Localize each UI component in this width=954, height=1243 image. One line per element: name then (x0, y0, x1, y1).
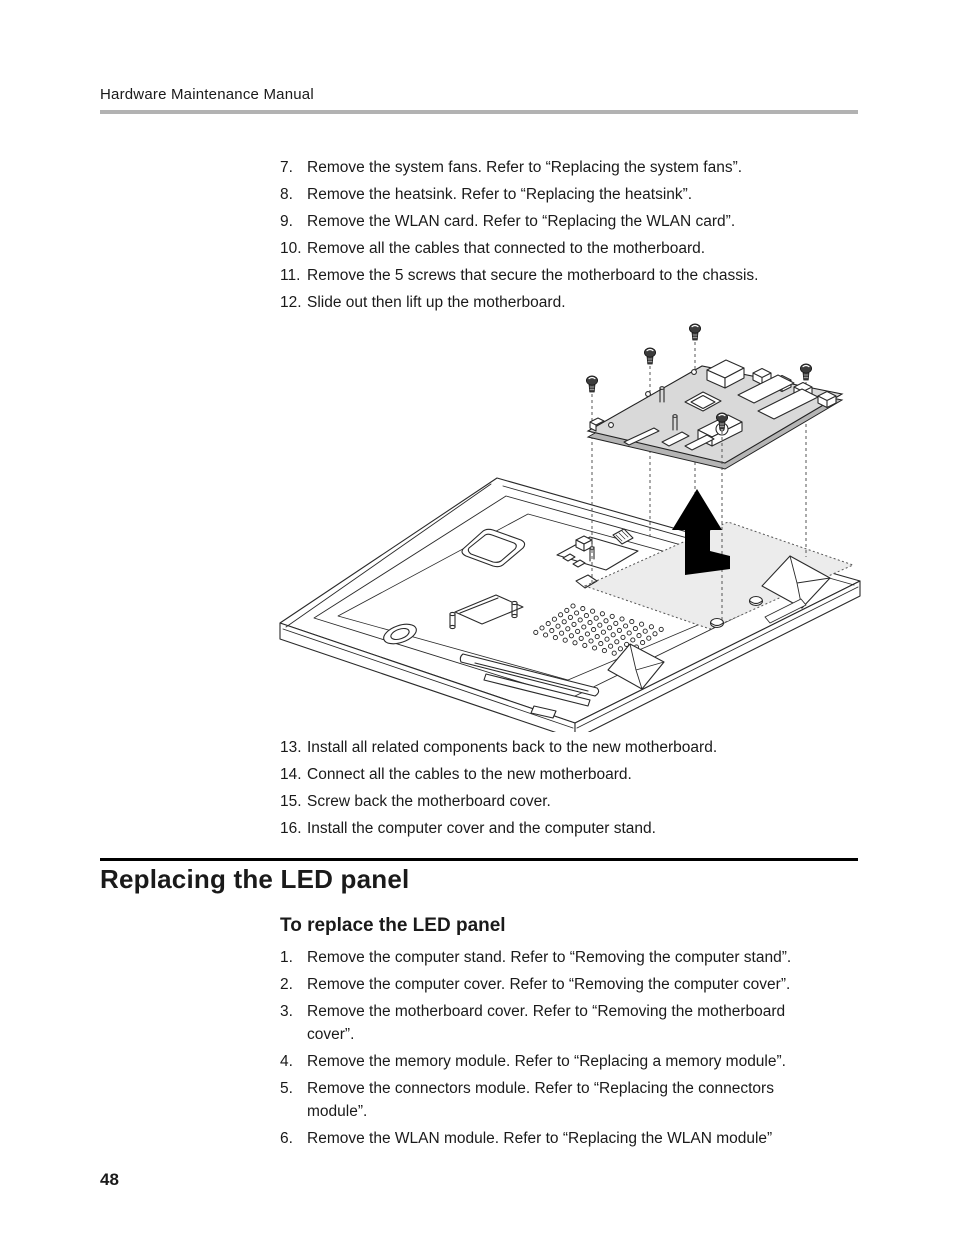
section-subtitle: To replace the LED panel (280, 915, 506, 936)
step-number: 2. (280, 976, 293, 993)
header-rule (100, 110, 858, 114)
step-text: Slide out then lift up the motherboard. (307, 294, 566, 311)
step-text: Connect all the cables to the new mother… (307, 766, 632, 783)
screws (586, 323, 812, 430)
screw-icon (716, 412, 728, 430)
step-number: 16. (280, 820, 302, 837)
step-text: Remove the memory module. Refer to “Repl… (307, 1053, 786, 1070)
step-text: Screw back the motherboard cover. (307, 793, 551, 810)
cable-grommet (383, 623, 417, 645)
step-item: 9. Remove the WLAN card. Refer to “Repla… (280, 210, 860, 233)
screw-icon (644, 347, 656, 365)
running-header-title: Hardware Maintenance Manual (100, 86, 314, 103)
step-text: Remove the heatsink. Refer to “Replacing… (307, 186, 693, 203)
motherboard-removal-figure (270, 318, 870, 732)
step-text: Remove the 5 screws that secure the moth… (307, 267, 759, 284)
step-number: 4. (280, 1053, 293, 1070)
step-number: 15. (280, 793, 302, 810)
step-number: 5. (280, 1080, 293, 1097)
section-rule (100, 858, 858, 861)
mounting-plate (449, 594, 524, 630)
step-item: 4. Remove the memory module. Refer to “R… (280, 1050, 835, 1073)
step-item: 5. Remove the connectors module. Refer t… (280, 1077, 835, 1123)
step-text: Remove the system fans. Refer to “Replac… (307, 159, 743, 176)
step-number: 13. (280, 739, 302, 756)
step-number: 8. (280, 186, 293, 203)
step-item: 1. Remove the computer stand. Refer to “… (280, 946, 835, 969)
steps-list-1-6: 1. Remove the computer stand. Refer to “… (280, 946, 835, 1154)
screw-icon (689, 323, 701, 341)
step-item: 2. Remove the computer cover. Refer to “… (280, 973, 835, 996)
step-item: 8. Remove the heatsink. Refer to “Replac… (280, 183, 860, 206)
step-text: Install all related components back to t… (307, 739, 718, 756)
motherboard (586, 359, 844, 470)
step-number: 11. (280, 267, 301, 284)
motherboard-bay (575, 521, 855, 630)
step-number: 6. (280, 1130, 293, 1147)
step-item: 6. Remove the WLAN module. Refer to “Rep… (280, 1127, 835, 1150)
step-text: Remove the computer cover. Refer to “Rem… (307, 976, 791, 993)
step-text: Remove the motherboard cover. Refer to “… (307, 1003, 786, 1043)
step-item: 11. Remove the 5 screws that secure the … (280, 264, 860, 287)
step-number: 9. (280, 213, 293, 230)
step-item: 16. Install the computer cover and the c… (280, 817, 860, 840)
motherboard-components (589, 359, 837, 451)
step-text: Remove the connectors module. Refer to “… (307, 1080, 774, 1120)
stand-rail (459, 653, 600, 719)
step-number: 3. (280, 1003, 293, 1020)
motherboard-removal-illustration (279, 323, 861, 732)
step-text: Install the computer cover and the compu… (307, 820, 656, 837)
step-item: 13. Install all related components back … (280, 736, 860, 759)
connector-pcb (556, 528, 639, 571)
step-number: 7. (280, 159, 293, 176)
step-number: 12. (280, 294, 302, 311)
step-item: 10. Remove all the cables that connected… (280, 237, 860, 260)
step-item: 3. Remove the motherboard cover. Refer t… (280, 1000, 835, 1046)
step-item: 7. Remove the system fans. Refer to “Rep… (280, 156, 860, 179)
section-title: Replacing the LED panel (100, 864, 410, 894)
step-item: 14. Connect all the cables to the new mo… (280, 763, 860, 786)
step-text: Remove the WLAN card. Refer to “Replacin… (307, 213, 736, 230)
screw-icon (586, 375, 598, 393)
step-number: 10. (280, 240, 302, 257)
step-item: 15. Screw back the motherboard cover. (280, 790, 860, 813)
screw-boss (709, 595, 764, 629)
screw-icon (800, 363, 812, 381)
round-boss (461, 528, 526, 568)
step-text: Remove the computer stand. Refer to “Rem… (307, 949, 792, 966)
step-item: 12. Slide out then lift up the motherboa… (280, 291, 860, 314)
vent-holes (533, 603, 664, 659)
wedge-bracket (607, 555, 831, 690)
step-number: 14. (280, 766, 302, 783)
step-text: Remove the WLAN module. Refer to “Replac… (307, 1130, 773, 1147)
step-number: 1. (280, 949, 293, 966)
step-text: Remove all the cables that connected to … (307, 240, 706, 257)
steps-list-7-12: 7. Remove the system fans. Refer to “Rep… (280, 156, 860, 318)
chassis (279, 477, 861, 732)
lift-arrow-icon (672, 489, 730, 575)
steps-list-13-16: 13. Install all related components back … (280, 736, 860, 844)
page-number: 48 (100, 1170, 119, 1189)
